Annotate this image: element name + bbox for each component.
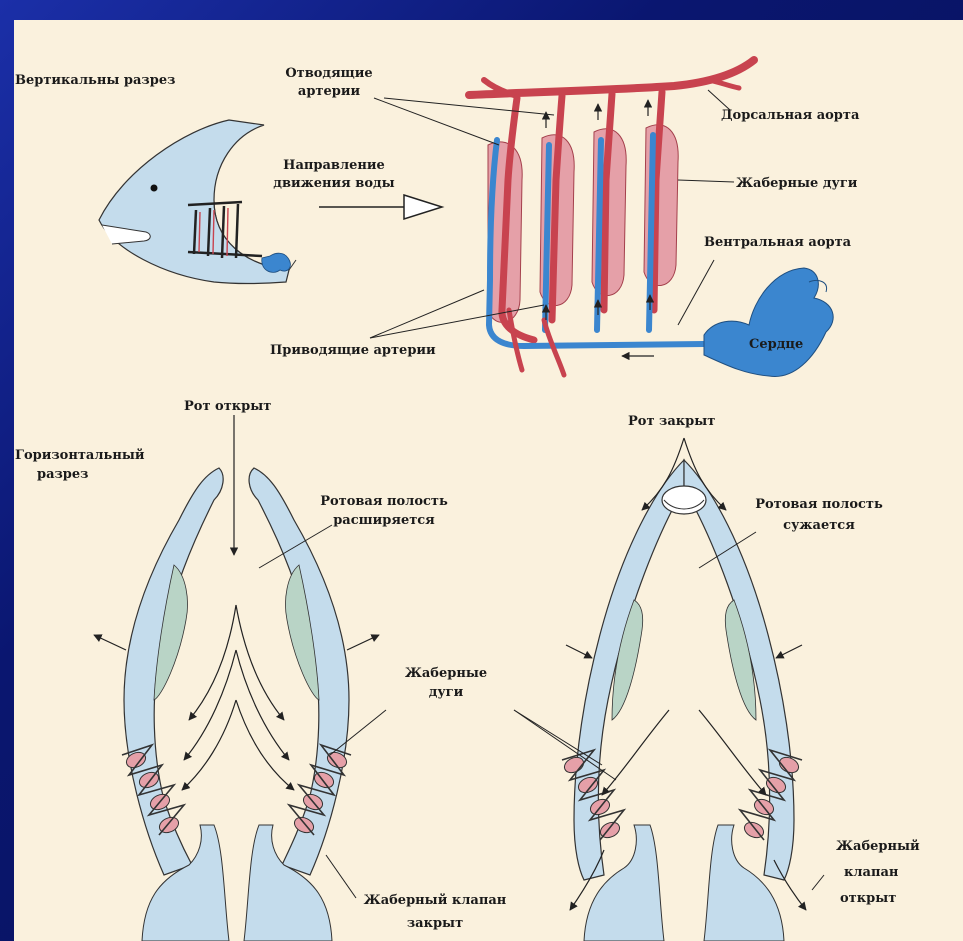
ventral-aorta-label: Вентральная аорта [704, 234, 851, 251]
horizontal-section-label-line1: Горизонтальный [15, 447, 145, 464]
efferent-arteries-label-line1: Отводящие [269, 65, 389, 82]
mouth-open-label: Рот открыт [184, 398, 271, 415]
cavity-expands-label-line2: расширяется [314, 512, 454, 529]
gill-valve-closed-label-line2: закрыт [350, 915, 520, 932]
gill-diagram [14, 20, 963, 941]
fish-silhouette [99, 120, 296, 284]
efferent-arteries-label-line2: артерии [269, 83, 389, 100]
gill-valve-open-label-line2: клапан [844, 864, 898, 881]
mouth-closed-section [562, 438, 806, 941]
gill-arches-bottom-label-line2: дуги [396, 684, 496, 701]
mouth-closed-label: Рот закрыт [628, 413, 715, 430]
gill-valve-open-label-line1: Жаберный [836, 838, 920, 855]
cavity-expands-label-line1: Ротовая полость [314, 493, 454, 510]
heart-label: Сердце [749, 336, 803, 353]
gill-valve-open-label-line3: открыт [840, 890, 896, 907]
afferent-arteries-label: Приводящие артерии [270, 342, 436, 359]
cavity-narrows-label-line2: сужается [744, 517, 894, 534]
cavity-narrows-label-line1: Ротовая полость [744, 496, 894, 513]
horizontal-section-label-line2: разрез [37, 466, 88, 483]
water-direction-label-line1: Направление [264, 157, 404, 174]
water-direction-arrow [319, 195, 442, 219]
gill-valve-closed-label-line1: Жаберный клапан [350, 892, 520, 909]
dorsal-aorta-label: Дорсальная аорта [721, 107, 859, 124]
water-direction-label-line2: движения воды [264, 175, 404, 192]
gill-arches-top-label: Жаберные дуги [736, 175, 857, 192]
vertical-section-label: Вертикальны разрез [15, 72, 175, 89]
diagram-panel: Вертикальны разрез Отводящие артерии Нап… [14, 20, 963, 941]
gill-arches-bottom-label-line1: Жаберные [396, 665, 496, 682]
